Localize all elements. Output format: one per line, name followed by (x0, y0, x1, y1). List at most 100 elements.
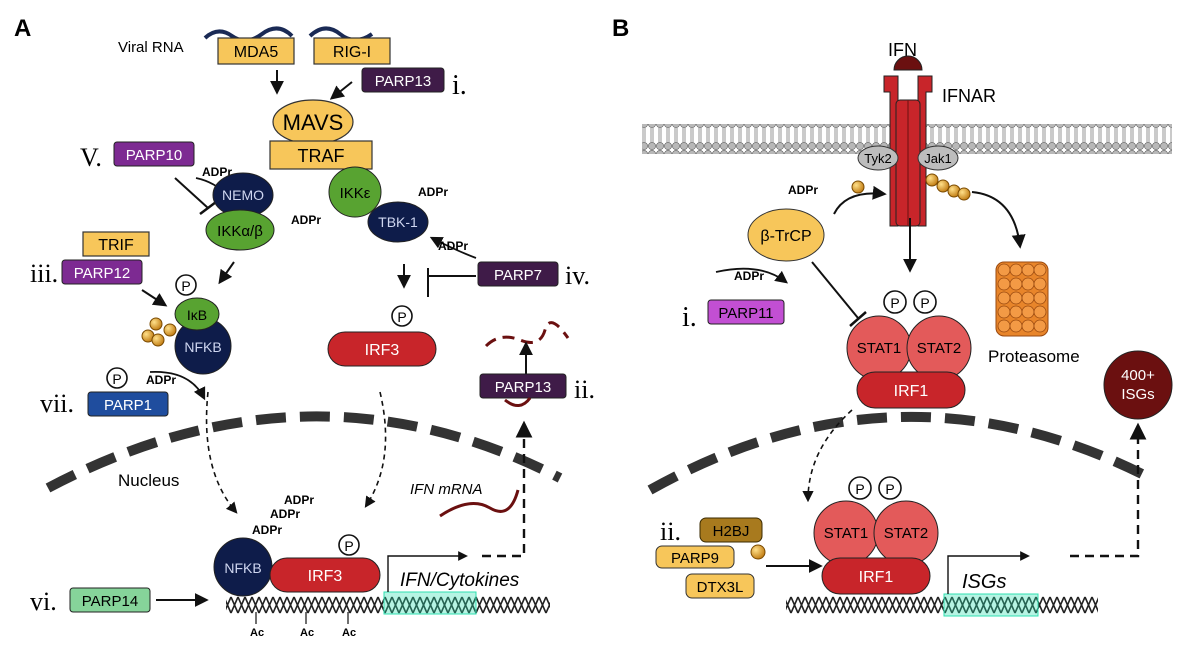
parp10-box: PARP10 (113, 141, 195, 167)
adpr-parp10: ADPr (202, 165, 232, 179)
ubiquitin-chain-a (141, 317, 177, 347)
inhibit-bar-btrcp (849, 311, 867, 327)
mda5-label: MDA5 (234, 44, 279, 61)
parp13-i-label: PARP13 (375, 73, 431, 90)
irf1-nuclear-label: IRF1 (859, 569, 894, 586)
export-arrow-b (1070, 422, 1147, 558)
roman-iii: iii. (30, 259, 58, 288)
tyk2-node: Tyk2 (857, 145, 899, 171)
irf3-node: IRF3 (327, 331, 437, 367)
inhibit-btrcp (811, 261, 859, 319)
ikke-label: IKKε (340, 185, 371, 202)
parp7-box: PARP7 (477, 261, 559, 287)
stat2-nuclear-node: STAT2 (873, 500, 939, 566)
rigi-label: RIG-I (333, 44, 371, 61)
stat1-label: STAT1 (857, 340, 901, 357)
stat-p4: P (878, 476, 902, 500)
traf-label: TRAF (298, 146, 345, 166)
ikb-node: IκB (174, 297, 220, 331)
inhibit-bar-parp10 (199, 201, 217, 215)
nfkb-dna-node: NFKB (213, 537, 273, 597)
stat-p2-label: P (920, 295, 929, 311)
parp1-phospho: P (106, 367, 128, 389)
parp11-box: PARP11 (707, 299, 785, 325)
roman-ii-b: ii. (660, 517, 681, 546)
irf3-dna-label: IRF3 (308, 568, 343, 585)
parp13-ii-box: PARP13 (479, 373, 567, 399)
ifn-cytokines-label: IFN/Cytokines (400, 570, 520, 591)
ifn-mrna-cytoplasm (484, 321, 570, 348)
btrcp-node: β-TrCP (747, 208, 825, 262)
parp12-box: PARP12 (61, 259, 143, 285)
parp13-ii-label: PARP13 (495, 379, 551, 396)
parp13-i-box: PARP13 (361, 67, 445, 93)
parp14-label: PARP14 (82, 593, 138, 610)
parp1-p-label: P (112, 371, 121, 387)
panel-label-a: A (14, 15, 31, 42)
adpr-nucleus-3: ADPr (252, 523, 282, 537)
arrow-rigi-mavs (329, 81, 353, 100)
ifn-mrna-nucleus (439, 489, 520, 518)
stat-p2: P (913, 290, 937, 314)
roman-iv: iv. (565, 261, 590, 290)
ifn-label: IFN (888, 40, 917, 60)
nemo-label: NEMO (222, 187, 264, 203)
adpr-nucleus-1: ADPr (284, 493, 314, 507)
parp9-box: PARP9 (655, 545, 735, 569)
parp11-label: PARP11 (718, 305, 773, 322)
parp7-label: PARP7 (494, 267, 542, 284)
roman-i-a: i. (452, 70, 467, 101)
irf3-label: IRF3 (365, 342, 400, 359)
roman-vii: vii. (40, 389, 74, 418)
acetyl-2: Ac (300, 627, 314, 639)
parp1-label: PARP1 (104, 397, 152, 414)
ikkab-node: IKKα/β (205, 209, 275, 251)
ikke-node: IKKε (328, 166, 382, 218)
ubiquitin-h2bj (750, 544, 766, 560)
stat2-nuclear-label: STAT2 (884, 525, 928, 542)
irf3-p-label: P (397, 309, 406, 325)
stat2-node: STAT2 (906, 315, 972, 381)
tyk2-label: Tyk2 (864, 151, 891, 166)
proteasome (995, 261, 1049, 337)
rigi-box: RIG-I (313, 37, 391, 65)
stat2-label: STAT2 (917, 340, 961, 357)
ikb-p-label: P (181, 278, 190, 294)
adpr-parp1: ADPr (146, 373, 176, 387)
stat-p3: P (848, 476, 872, 500)
trif-label: TRIF (98, 237, 134, 254)
ifn-mrna-bound (504, 397, 532, 407)
isgs-400-line2: ISGs (1121, 386, 1154, 403)
proteasome-label: Proteasome (988, 347, 1080, 366)
h2bj-box: H2BJ (699, 517, 763, 543)
stat1-nuclear-node: STAT1 (813, 500, 879, 566)
arrow-ikk-ikb (218, 261, 235, 285)
nfkb-label: NFKB (184, 339, 221, 355)
stat-p3-label: P (855, 481, 864, 497)
ikb-label: IκB (187, 307, 207, 323)
adpr-nucleus-2: ADPr (270, 507, 300, 521)
nuclear-envelope-a (45, 411, 563, 493)
adpr-btrcp: ADPr (788, 183, 818, 197)
nemo-node: NEMO (212, 172, 274, 218)
h2bj-label: H2BJ (713, 523, 750, 540)
viral-rna-label: Viral RNA (118, 39, 184, 56)
acetyl-1: Ac (250, 627, 264, 639)
isgs-400-line1: 400+ (1121, 367, 1155, 384)
irf3-phospho: P (391, 305, 413, 327)
promoter-highlight-a (383, 591, 477, 615)
promoter-highlight-b (943, 593, 1039, 617)
traf-box: TRAF (269, 140, 373, 170)
transcription-arrow-b (947, 551, 1030, 594)
adpr-parp11: ADPr (734, 269, 764, 283)
arrow-irf3-nucleus (364, 391, 387, 508)
mda5-box: MDA5 (217, 37, 295, 65)
irf3-dna-p-label: P (344, 538, 353, 554)
irf3-dna-node: IRF3 (269, 557, 381, 593)
roman-ii-a: ii. (574, 375, 595, 404)
arrow-parp7-tbk1 (429, 236, 477, 259)
ikb-phospho: P (175, 274, 197, 296)
irf1-node: IRF1 (856, 371, 966, 409)
